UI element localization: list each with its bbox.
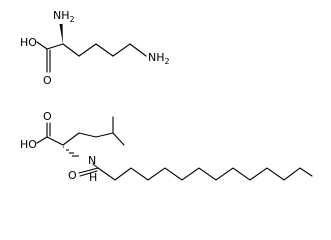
wedge-bond	[59, 24, 63, 44]
bond-chain-4	[112, 43, 131, 57]
alkyl-chain	[97, 167, 313, 181]
bond-amide-co-b	[79, 170, 98, 177]
bond-side-1	[62, 132, 80, 146]
bond-n-c	[92, 163, 99, 169]
atom-label-hydroxyl: HO	[20, 36, 37, 49]
hashed-bond	[63, 146, 79, 157]
bond-chain-2	[78, 43, 97, 57]
atom-label-amino-alpha: NH2	[53, 9, 75, 24]
bond-c-calpha	[46, 43, 64, 50]
bond-oh-c-2	[36, 136, 48, 144]
atom-label-hydroxyl-2: HO	[20, 138, 37, 151]
bond-amide-co-a	[78, 167, 99, 174]
bond-side-2	[78, 132, 97, 138]
bond-oh-c	[36, 41, 48, 50]
atom-label-amino-epsilon: NH2	[148, 51, 170, 66]
bond-methyl-right	[112, 132, 125, 146]
atom-label-amide-h: H	[89, 171, 97, 184]
bond-c-calpha-2	[46, 136, 64, 146]
molecule-lysine: NH2 HO O NH2	[20, 9, 170, 87]
structure-canvas: NH2 HO O NH2 HO O	[20, 9, 313, 184]
atom-label-amide-o: O	[68, 169, 77, 182]
bond-chain-3	[95, 43, 114, 57]
molecule-lauroyl-leucine: HO O N H O	[20, 110, 313, 184]
atom-label-carbonyl-o: O	[43, 74, 52, 87]
atom-label-amide-n: N	[88, 154, 96, 167]
bond-side-3	[95, 132, 114, 138]
bond-chain-5	[129, 43, 147, 57]
bond-chain-1	[62, 43, 80, 57]
atom-label-carbonyl-o-2: O	[43, 110, 52, 123]
